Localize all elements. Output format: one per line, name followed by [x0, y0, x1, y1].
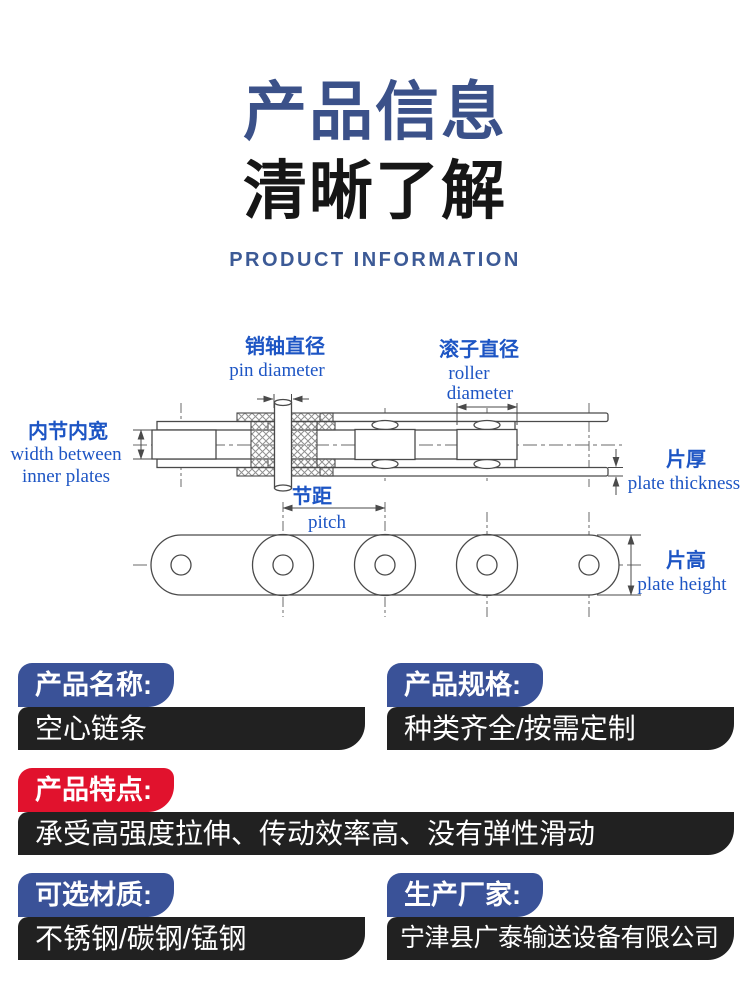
- plate-thickness-label-zh: 片厚: [666, 448, 706, 471]
- manufacturer-label: 生产厂家:: [387, 873, 543, 917]
- info-row-3: 可选材质: 不锈钢/碳钢/锰钢 生产厂家: 宁津县广泰输送设备有限公司: [18, 873, 734, 960]
- pitch-label-zh: 节距: [292, 484, 332, 508]
- info-row-2: 产品特点: 承受高强度拉伸、传动效率高、没有弹性滑动: [18, 768, 734, 855]
- manufacturer-block: 生产厂家: 宁津县广泰输送设备有限公司: [387, 873, 734, 960]
- diagram-labels: 销轴直径 pin diameter 滚子直径 roller diameter 内…: [10, 334, 740, 595]
- product-info-section: 产品名称: 空心链条 产品规格: 种类齐全/按需定制 产品特点: 承受高强度拉伸…: [18, 663, 734, 960]
- product-name-value: 空心链条: [18, 707, 365, 750]
- material-label: 可选材质:: [18, 873, 174, 917]
- manufacturer-value: 宁津县广泰输送设备有限公司: [387, 917, 734, 960]
- info-row-1: 产品名称: 空心链条 产品规格: 种类齐全/按需定制: [18, 663, 734, 750]
- material-block: 可选材质: 不锈钢/碳钢/锰钢: [18, 873, 365, 960]
- product-spec-value: 种类齐全/按需定制: [387, 707, 734, 750]
- page-title-line1: 产品信息: [243, 76, 507, 148]
- inner-width-label-en2: inner plates: [22, 466, 110, 487]
- pin-diameter-label-en: pin diameter: [229, 360, 325, 381]
- page-title-line2: 清晰了解: [243, 155, 507, 227]
- roller-diameter-label-zh: 滚子直径: [439, 337, 519, 361]
- inner-width-label-en1: width between: [10, 444, 122, 465]
- product-name-label: 产品名称:: [18, 663, 174, 707]
- roller-diameter-label-en2: diameter: [447, 383, 514, 404]
- page-subtitle: PRODUCT INFORMATION: [229, 249, 521, 271]
- inner-width-label-zh: 内节内宽: [28, 419, 108, 443]
- material-value: 不锈钢/碳钢/锰钢: [18, 917, 365, 960]
- page-header: 产品信息 清晰了解 PRODUCT INFORMATION: [0, 0, 750, 272]
- cross-section-view: [133, 394, 623, 495]
- plate-thickness-label-en: plate thickness: [628, 473, 740, 494]
- chain-dimension-diagram: 销轴直径 pin diameter 滚子直径 roller diameter 内…: [0, 330, 750, 630]
- product-spec-block: 产品规格: 种类齐全/按需定制: [387, 663, 734, 750]
- product-feature-block: 产品特点: 承受高强度拉伸、传动效率高、没有弹性滑动: [18, 768, 734, 855]
- plate-height-label-zh: 片高: [666, 548, 706, 572]
- roller-diameter-label-en1: roller: [448, 363, 490, 384]
- pin-diameter-label-zh: 销轴直径: [245, 334, 325, 358]
- side-view: [133, 502, 645, 617]
- plate-height-label-en: plate height: [637, 574, 727, 595]
- pitch-label-en: pitch: [308, 512, 346, 533]
- product-feature-label: 产品特点:: [18, 768, 174, 812]
- product-spec-label: 产品规格:: [387, 663, 543, 707]
- product-name-block: 产品名称: 空心链条: [18, 663, 365, 750]
- product-feature-value: 承受高强度拉伸、传动效率高、没有弹性滑动: [18, 812, 734, 855]
